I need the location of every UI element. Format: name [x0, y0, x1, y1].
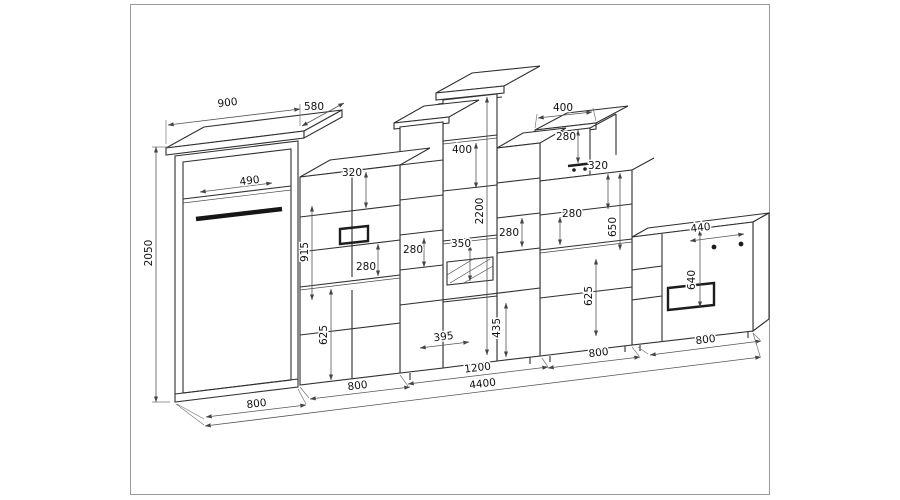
- dim-tower-gap: 400: [452, 144, 472, 156]
- dim-wardrobe-shelf-width: 490: [239, 174, 260, 188]
- dim-tower-shelf: 350: [451, 238, 471, 250]
- dim-unit4-gap: 280: [562, 208, 582, 220]
- small-drawer-box: [338, 224, 370, 246]
- dim-unit5-depth: 440: [690, 221, 711, 235]
- dim-unit3-left-gap: 280: [403, 244, 423, 256]
- dim-niche-height: 435: [491, 318, 503, 338]
- dim-unit4-section: 320: [588, 160, 608, 172]
- dimension-lines: [152, 96, 762, 428]
- dim-wardrobe-height: 2050: [143, 240, 155, 267]
- wardrobe: [165, 109, 343, 403]
- bracket-icon: [572, 168, 576, 172]
- unit5-low-cabinet: [631, 212, 770, 351]
- dim-wardrobe-top-width: 900: [217, 96, 238, 110]
- dim-unit2-width: 800: [347, 379, 368, 393]
- dim-unit4-width: 800: [588, 346, 609, 360]
- dimension-labels: 900 580 490 2050 800 320 915 280 625 800…: [142, 94, 718, 412]
- dim-unit4-upper-height: 650: [607, 217, 619, 237]
- dim-unit3-width: 1200: [464, 360, 492, 375]
- dim-tower-height: 2200: [474, 198, 486, 225]
- unit2-shelving: [299, 147, 431, 386]
- knob-icon: [711, 244, 717, 250]
- dim-unit5-height: 640: [686, 270, 698, 290]
- dim-unit2-shelf-gap: 280: [356, 261, 376, 273]
- dim-unit4-top-width: 400: [553, 102, 573, 114]
- wall-shelf: [567, 161, 595, 168]
- dim-unit2-base-height: 625: [318, 325, 330, 345]
- hanging-rail: [195, 206, 283, 222]
- hatched-drawer: [446, 256, 494, 286]
- bracket-icon: [583, 167, 587, 171]
- dim-unit4-top-height: 280: [556, 131, 576, 143]
- dim-unit3-right-gap: 280: [499, 227, 519, 239]
- dim-unit5-width: 800: [695, 333, 716, 347]
- dim-wardrobe-depth: 580: [304, 101, 324, 113]
- unit3-left-column: [393, 99, 541, 380]
- dim-total-width: 4400: [469, 376, 497, 391]
- dim-unit2-upper-height: 915: [299, 242, 311, 262]
- knob-icon: [738, 241, 744, 247]
- unit3-center-tower: [435, 65, 541, 369]
- dim-wardrobe-base-width: 800: [246, 397, 267, 411]
- dim-unit2-top-section: 320: [342, 167, 362, 179]
- dim-niche-width: 395: [433, 330, 454, 344]
- dim-unit4-base-height: 625: [583, 286, 595, 306]
